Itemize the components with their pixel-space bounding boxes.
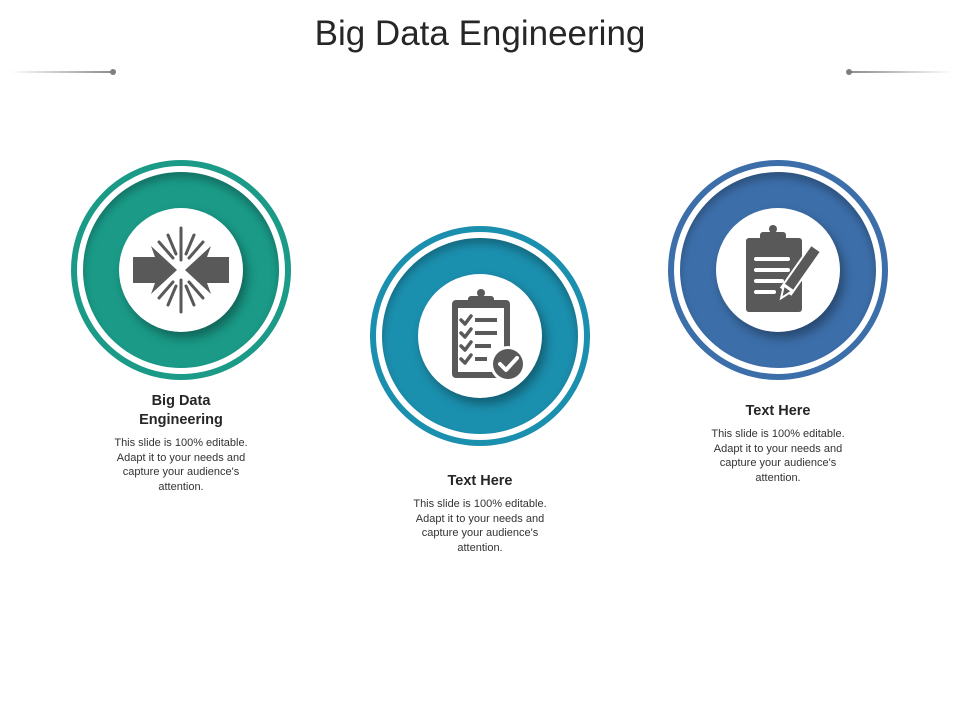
icon-disc [716, 208, 840, 332]
item-2-graphic [370, 226, 590, 446]
item-1-heading: Big Data Engineering [91, 392, 271, 430]
item-2-body: This slide is 100% editable. Adapt it to… [413, 498, 547, 554]
icon-disc [119, 208, 243, 332]
decorative-dot-right [846, 69, 852, 75]
icon-disc [418, 274, 542, 398]
item-1-graphic [71, 160, 291, 380]
collision-arrows-icon [133, 226, 229, 314]
clipboard-pencil-icon [746, 225, 824, 312]
item-3-graphic [668, 160, 888, 380]
decorative-line-right [848, 71, 952, 73]
item-2-heading: Text Here [447, 473, 513, 489]
heading-line-2: Engineering [139, 412, 223, 428]
item-3-body: This slide is 100% editable. Adapt it to… [711, 428, 845, 484]
item-1-body: This slide is 100% editable. Adapt it to… [114, 437, 248, 493]
item-2-caption: Text Here This slide is 100% editable. A… [390, 472, 570, 555]
checklist-clipboard-icon [452, 289, 526, 382]
item-1-caption: Big Data Engineering This slide is 100% … [91, 392, 271, 494]
heading-line-1: Big Data [151, 393, 211, 409]
item-3-caption: Text Here This slide is 100% editable. A… [688, 402, 868, 485]
decorative-dot-left [110, 69, 116, 75]
slide-title: Big Data Engineering [314, 14, 646, 53]
decorative-line-left [10, 71, 114, 73]
item-3-heading: Text Here [745, 403, 811, 419]
